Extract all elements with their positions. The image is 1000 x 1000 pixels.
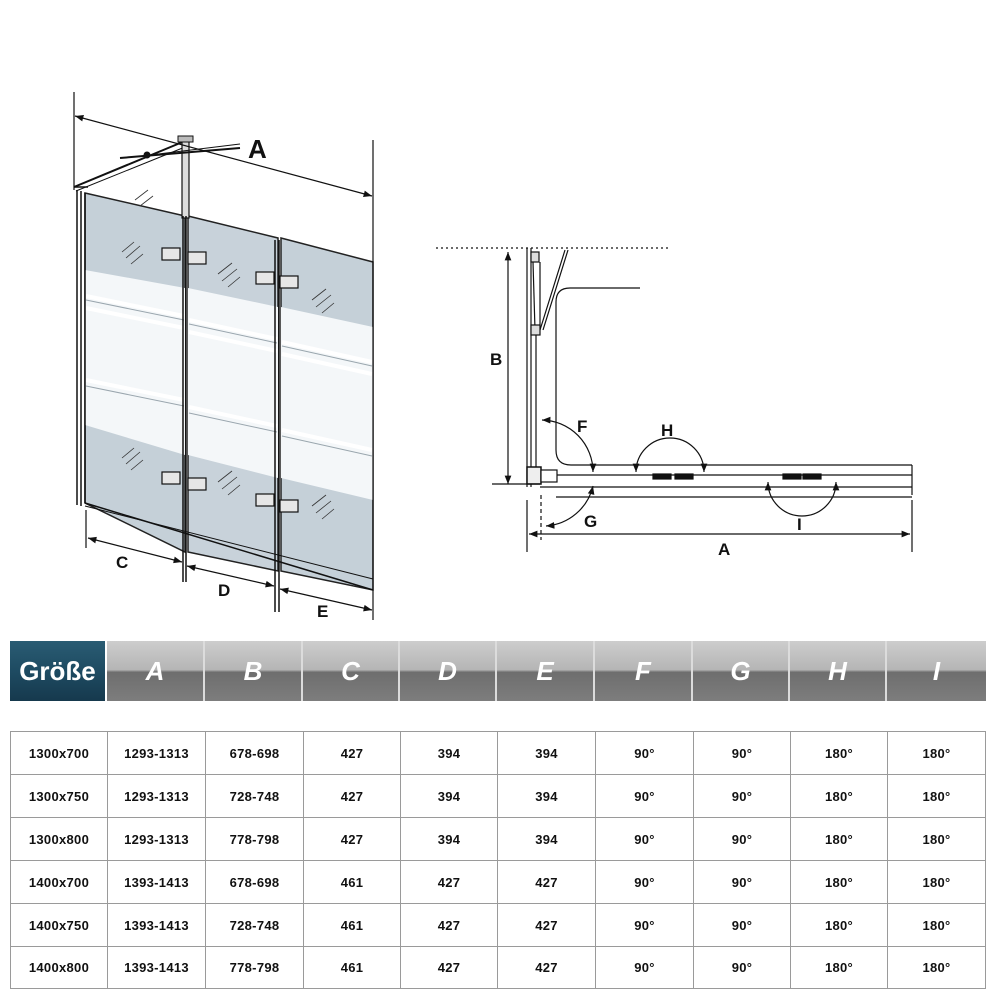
- cell-size: 1400x800: [10, 946, 107, 989]
- cell-b: 778-798: [205, 946, 303, 989]
- wall-profile: [74, 186, 88, 506]
- cell-h: 180°: [790, 946, 887, 989]
- cell-b: 728-748: [205, 903, 303, 946]
- cell-d: 427: [400, 903, 497, 946]
- angle-label-h: H: [661, 421, 673, 440]
- header-d: D: [400, 641, 497, 701]
- cell-g: 90°: [693, 731, 790, 774]
- cell-g: 90°: [693, 774, 790, 817]
- cell-g: 90°: [693, 946, 790, 989]
- cell-h: 180°: [790, 903, 887, 946]
- cell-d: 427: [400, 860, 497, 903]
- cell-b: 778-798: [205, 817, 303, 860]
- cell-d: 394: [400, 774, 497, 817]
- cell-h: 180°: [790, 860, 887, 903]
- cell-a: 1393-1413: [107, 903, 205, 946]
- glass-panels: [84, 189, 374, 591]
- header-a: A: [107, 641, 205, 701]
- cell-e: 427: [497, 903, 595, 946]
- header-f: F: [595, 641, 693, 701]
- cell-a: 1293-1313: [107, 774, 205, 817]
- header-c: C: [303, 641, 400, 701]
- cell-f: 90°: [595, 731, 693, 774]
- dimension-label-a: A: [248, 134, 267, 164]
- cell-b: 678-698: [205, 860, 303, 903]
- cell-i: 180°: [887, 903, 986, 946]
- cell-h: 180°: [790, 817, 887, 860]
- cell-c: 461: [303, 903, 400, 946]
- cell-a: 1393-1413: [107, 860, 205, 903]
- cell-d: 394: [400, 817, 497, 860]
- dimension-label-c: C: [116, 553, 128, 572]
- cell-f: 90°: [595, 774, 693, 817]
- cell-a: 1293-1313: [107, 817, 205, 860]
- front-view: A C D E: [73, 92, 374, 621]
- cell-c: 427: [303, 731, 400, 774]
- angle-label-g: G: [584, 512, 597, 531]
- cell-d: 394: [400, 731, 497, 774]
- cell-e: 394: [497, 774, 595, 817]
- cell-b: 728-748: [205, 774, 303, 817]
- cell-i: 180°: [887, 817, 986, 860]
- cell-e: 427: [497, 946, 595, 989]
- cell-size: 1300x700: [10, 731, 107, 774]
- cell-i: 180°: [887, 860, 986, 903]
- header-i: I: [887, 641, 986, 701]
- cell-size: 1300x800: [10, 817, 107, 860]
- cell-size: 1300x750: [10, 774, 107, 817]
- cell-g: 90°: [693, 817, 790, 860]
- hinges: [161, 247, 299, 513]
- cell-c: 461: [303, 860, 400, 903]
- cell-size: 1400x700: [10, 860, 107, 903]
- cell-a: 1393-1413: [107, 946, 205, 989]
- cell-h: 180°: [790, 774, 887, 817]
- angle-label-i: I: [797, 515, 802, 534]
- header-h: H: [790, 641, 887, 701]
- technical-drawing: A C D E: [73, 92, 913, 621]
- cell-f: 90°: [595, 903, 693, 946]
- cell-g: 90°: [693, 903, 790, 946]
- header-b: B: [205, 641, 303, 701]
- cell-c: 461: [303, 946, 400, 989]
- cell-i: 180°: [887, 731, 986, 774]
- cell-b: 678-698: [205, 731, 303, 774]
- side-view: [436, 247, 913, 552]
- cell-h: 180°: [790, 731, 887, 774]
- dimension-label-d: D: [218, 581, 230, 600]
- cell-d: 427: [400, 946, 497, 989]
- cell-f: 90°: [595, 946, 693, 989]
- cell-c: 427: [303, 817, 400, 860]
- header-groesse: Größe: [10, 641, 107, 701]
- stabilizer-pole: [177, 135, 194, 219]
- table-header: Größe A B C D E F G H I: [10, 641, 986, 701]
- cell-i: 180°: [887, 774, 986, 817]
- cell-f: 90°: [595, 817, 693, 860]
- cell-e: 394: [497, 817, 595, 860]
- cell-a: 1293-1313: [107, 731, 205, 774]
- dimension-label-e: E: [317, 602, 328, 621]
- dimension-label-a-side: A: [718, 540, 730, 559]
- cell-g: 90°: [693, 860, 790, 903]
- cell-e: 394: [497, 731, 595, 774]
- cell-i: 180°: [887, 946, 986, 989]
- dimension-label-b: B: [490, 350, 502, 369]
- dimension-lines: [73, 92, 374, 620]
- angle-label-f: F: [577, 417, 587, 436]
- cell-e: 427: [497, 860, 595, 903]
- cell-f: 90°: [595, 860, 693, 903]
- cell-size: 1400x750: [10, 903, 107, 946]
- header-e: E: [497, 641, 595, 701]
- cell-c: 427: [303, 774, 400, 817]
- header-g: G: [693, 641, 790, 701]
